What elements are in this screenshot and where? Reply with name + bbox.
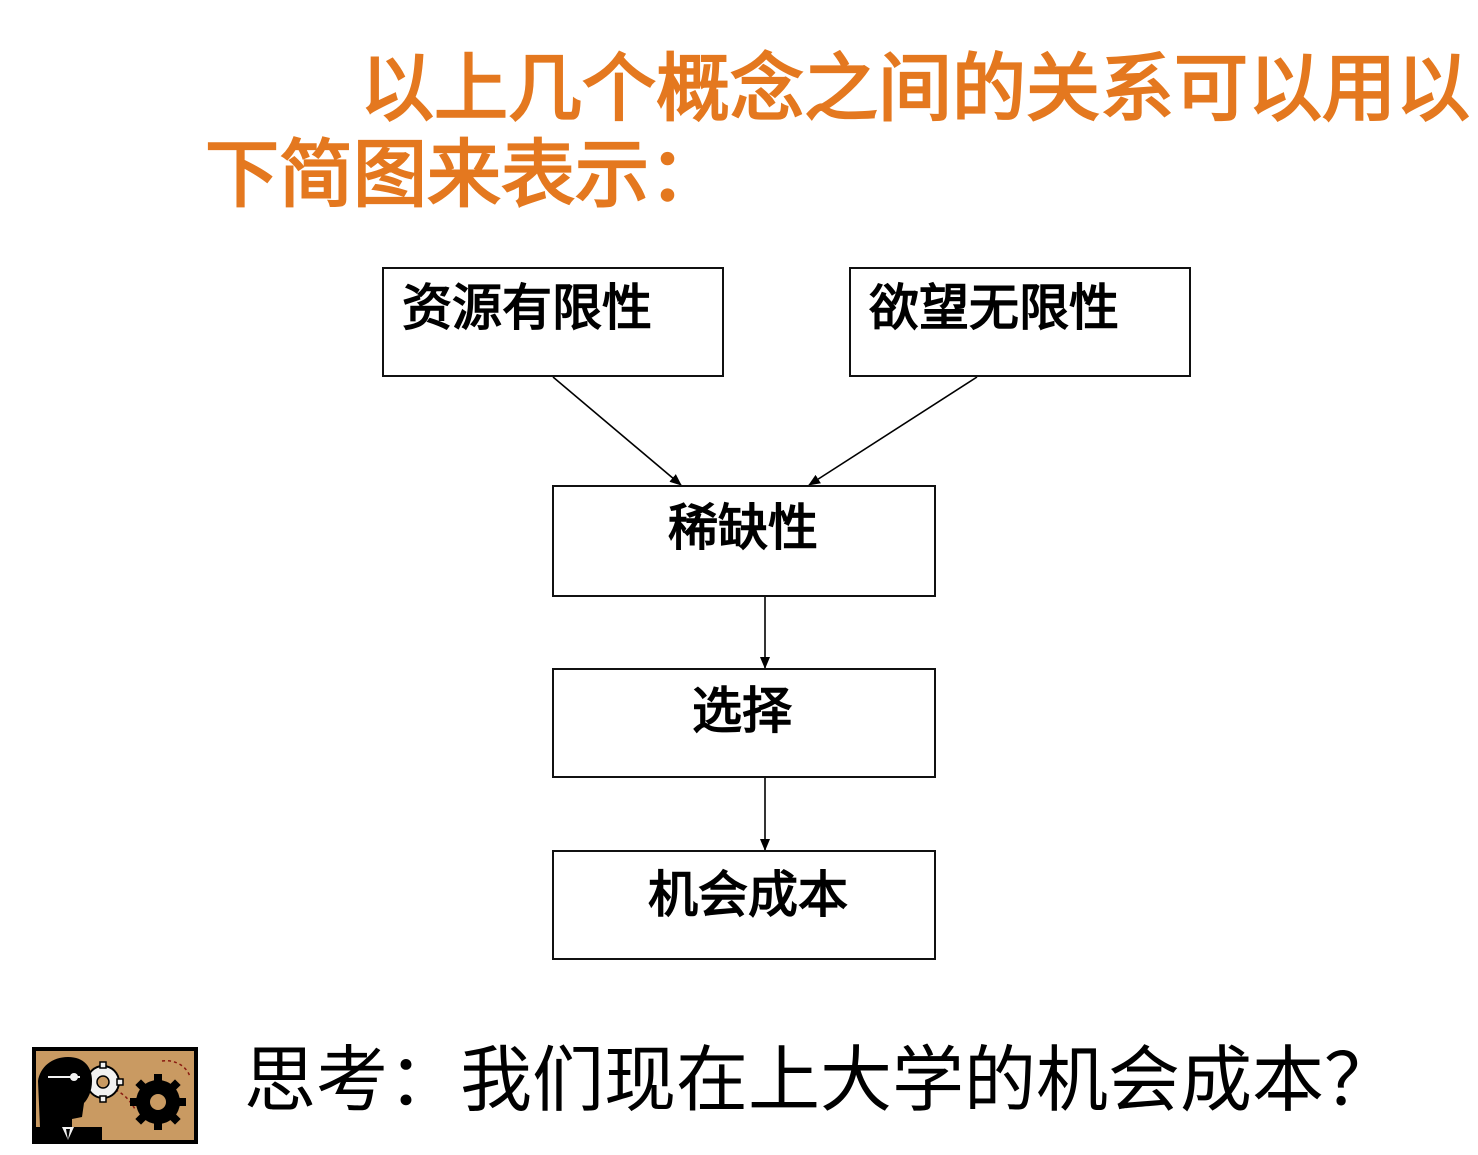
node-wants-label: 欲望无限性: [869, 283, 1119, 333]
thinking-person-gears-icon: [32, 1047, 198, 1144]
title-line-1: 以上几个概念之间的关系可以用以: [360, 52, 1470, 126]
node-scarcity-label: 稀缺性: [668, 503, 818, 553]
node-scarcity: 稀缺性: [552, 485, 936, 597]
node-wants-unlimited: 欲望无限性: [849, 267, 1191, 377]
node-choice-label: 选择: [692, 686, 792, 736]
node-opportunity-cost-label: 机会成本: [648, 870, 848, 920]
arrow-resources-to-scarcity: [553, 377, 681, 485]
arrow-wants-to-scarcity: [809, 377, 977, 485]
node-opportunity-cost: 机会成本: [552, 850, 936, 960]
node-resources-label: 资源有限性: [402, 283, 652, 333]
node-choice: 选择: [552, 668, 936, 778]
node-resources-limited: 资源有限性: [382, 267, 724, 377]
reflection-question: 思考：我们现在上大学的机会成本？: [244, 1044, 1396, 1116]
title-line-2: 下简图来表示：: [205, 138, 723, 212]
